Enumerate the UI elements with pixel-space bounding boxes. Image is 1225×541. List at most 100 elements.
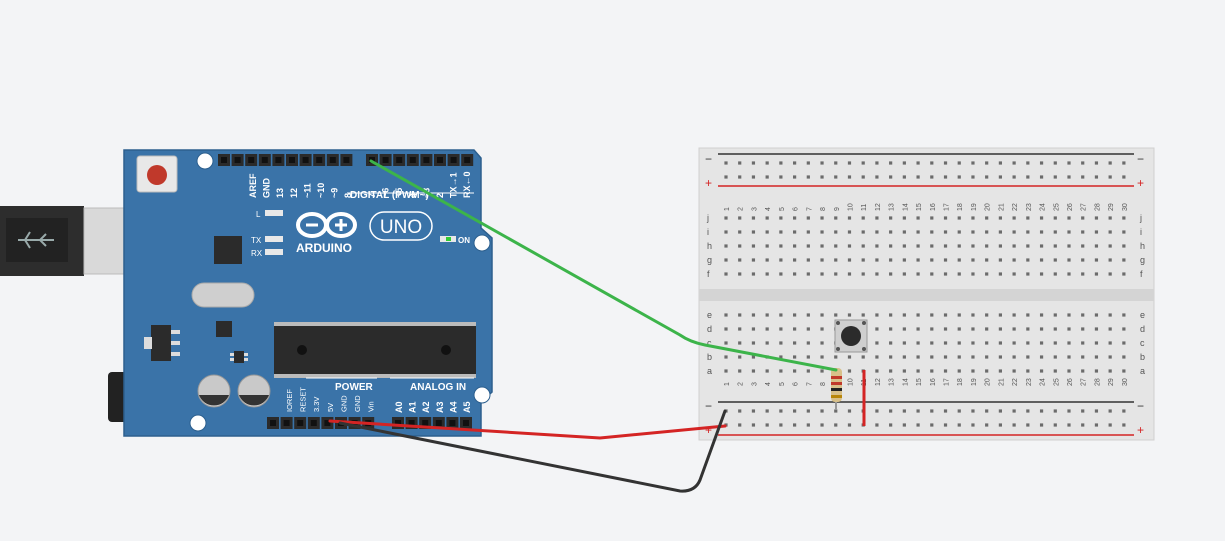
breadboard-hole[interactable] <box>793 244 797 248</box>
breadboard-hole[interactable] <box>793 258 797 262</box>
breadboard-hole[interactable] <box>943 327 948 331</box>
breadboard-hole[interactable] <box>875 258 879 262</box>
breadboard-hole[interactable] <box>1094 272 1099 276</box>
breadboard-hole[interactable] <box>916 327 920 331</box>
rail-hole[interactable] <box>1122 175 1126 179</box>
breadboard-hole[interactable] <box>765 230 769 234</box>
rail-hole[interactable] <box>1039 175 1044 179</box>
breadboard-hole[interactable] <box>971 369 975 373</box>
breadboard-hole[interactable] <box>916 258 920 262</box>
breadboard-hole[interactable] <box>779 230 783 234</box>
rail-hole[interactable] <box>1108 409 1112 413</box>
rail-hole[interactable] <box>820 161 824 165</box>
rail-hole[interactable] <box>738 161 742 165</box>
breadboard-hole[interactable] <box>751 313 756 317</box>
breadboard-hole[interactable] <box>930 230 934 234</box>
breadboard-hole[interactable] <box>1081 355 1085 359</box>
breadboard-hole[interactable] <box>998 327 1002 331</box>
rail-hole[interactable] <box>793 409 797 413</box>
rail-hole[interactable] <box>1026 161 1030 165</box>
breadboard-hole[interactable] <box>1094 216 1099 220</box>
rail-hole[interactable] <box>875 409 879 413</box>
rail-hole[interactable] <box>1053 423 1057 427</box>
breadboard-hole[interactable] <box>738 313 742 317</box>
breadboard-hole[interactable] <box>930 258 934 262</box>
rail-hole[interactable] <box>916 409 920 413</box>
breadboard-hole[interactable] <box>765 327 769 331</box>
breadboard-hole[interactable] <box>889 230 893 234</box>
breadboard-hole[interactable] <box>765 341 769 345</box>
breadboard-hole[interactable] <box>902 369 906 373</box>
breadboard-hole[interactable] <box>724 327 728 331</box>
rail-hole[interactable] <box>985 409 989 413</box>
breadboard-hole[interactable] <box>820 230 824 234</box>
breadboard-hole[interactable] <box>957 244 961 248</box>
breadboard-hole[interactable] <box>971 258 975 262</box>
breadboard-hole[interactable] <box>1122 258 1126 262</box>
breadboard-hole[interactable] <box>1067 341 1071 345</box>
breadboard-hole[interactable] <box>820 216 824 220</box>
breadboard-hole[interactable] <box>1108 313 1112 317</box>
rail-hole[interactable] <box>889 409 893 413</box>
breadboard-hole[interactable] <box>1094 369 1099 373</box>
breadboard-hole[interactable] <box>1039 341 1044 345</box>
rail-hole[interactable] <box>1081 161 1085 165</box>
breadboard-hole[interactable] <box>1012 341 1016 345</box>
breadboard-hole[interactable] <box>957 341 961 345</box>
breadboard-hole[interactable] <box>793 313 797 317</box>
breadboard-hole[interactable] <box>1122 327 1126 331</box>
rail-hole[interactable] <box>943 161 948 165</box>
breadboard-hole[interactable] <box>985 244 989 248</box>
rail-hole[interactable] <box>1012 423 1016 427</box>
breadboard-hole[interactable] <box>943 244 948 248</box>
rail-hole[interactable] <box>779 423 783 427</box>
breadboard-hole[interactable] <box>1039 355 1044 359</box>
rail-hole[interactable] <box>1026 423 1030 427</box>
breadboard-hole[interactable] <box>1108 369 1112 373</box>
rail-hole[interactable] <box>738 423 742 427</box>
breadboard-hole[interactable] <box>793 369 797 373</box>
rail-hole[interactable] <box>889 175 893 179</box>
rail-hole[interactable] <box>751 423 756 427</box>
breadboard-hole[interactable] <box>998 355 1002 359</box>
breadboard-hole[interactable] <box>861 272 865 276</box>
breadboard-hole[interactable] <box>957 369 961 373</box>
breadboard-hole[interactable] <box>834 313 838 317</box>
breadboard-hole[interactable] <box>806 369 810 373</box>
breadboard-hole[interactable] <box>1108 272 1112 276</box>
breadboard-hole[interactable] <box>1122 244 1126 248</box>
breadboard-hole[interactable] <box>724 258 728 262</box>
breadboard-hole[interactable] <box>1026 244 1030 248</box>
breadboard-hole[interactable] <box>1067 216 1071 220</box>
breadboard-hole[interactable] <box>902 258 906 262</box>
breadboard-hole[interactable] <box>806 341 810 345</box>
breadboard-hole[interactable] <box>847 313 852 317</box>
breadboard-hole[interactable] <box>1094 244 1099 248</box>
breadboard-hole[interactable] <box>875 230 879 234</box>
breadboard-hole[interactable] <box>1012 230 1016 234</box>
breadboard-hole[interactable] <box>902 230 906 234</box>
rail-hole[interactable] <box>806 161 810 165</box>
breadboard-hole[interactable] <box>847 369 852 373</box>
breadboard-hole[interactable] <box>1026 369 1030 373</box>
pushbutton[interactable] <box>834 319 868 353</box>
breadboard-hole[interactable] <box>765 313 769 317</box>
breadboard-hole[interactable] <box>985 327 989 331</box>
breadboard-hole[interactable] <box>998 272 1002 276</box>
breadboard-hole[interactable] <box>916 313 920 317</box>
breadboard-hole[interactable] <box>1122 355 1126 359</box>
rail-hole[interactable] <box>943 423 948 427</box>
breadboard-hole[interactable] <box>820 313 824 317</box>
breadboard-hole[interactable] <box>889 327 893 331</box>
breadboard-hole[interactable] <box>1012 313 1016 317</box>
breadboard-hole[interactable] <box>724 272 728 276</box>
breadboard-hole[interactable] <box>1067 244 1071 248</box>
rail-hole[interactable] <box>820 175 824 179</box>
breadboard-hole[interactable] <box>779 216 783 220</box>
breadboard-hole[interactable] <box>985 341 989 345</box>
breadboard-hole[interactable] <box>985 369 989 373</box>
rail-hole[interactable] <box>724 175 728 179</box>
breadboard-hole[interactable] <box>1081 369 1085 373</box>
breadboard-hole[interactable] <box>724 355 728 359</box>
red-wire[interactable] <box>328 419 727 440</box>
